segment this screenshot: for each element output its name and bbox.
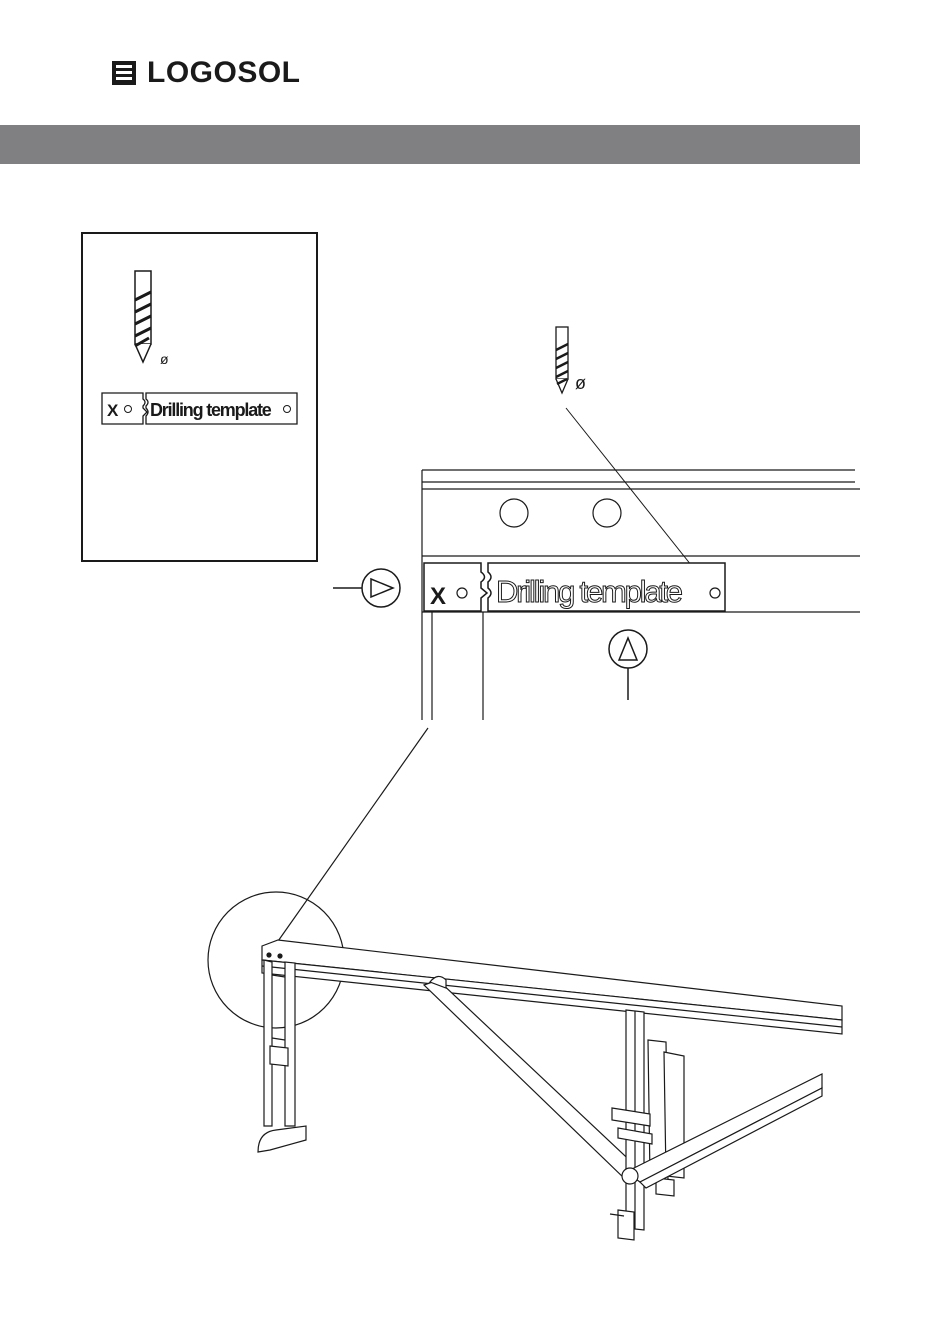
arrow-up-circle-icon	[609, 630, 647, 700]
detail-template-mark: X	[430, 583, 446, 610]
inset-template-mark: X	[107, 401, 119, 420]
drill-bit-icon	[135, 271, 151, 362]
arrow-right-circle-icon	[333, 569, 400, 607]
detail-template-label: Drilling template	[496, 574, 682, 609]
detail-diameter-symbol: ø	[575, 373, 586, 393]
inset-diameter-symbol: ø	[160, 351, 169, 367]
frame-assembly	[208, 892, 842, 1240]
inset-template-label: Drilling template	[150, 400, 272, 420]
inset-panel: ø X Drilling template	[82, 233, 317, 561]
drill-bit-icon	[556, 327, 568, 393]
